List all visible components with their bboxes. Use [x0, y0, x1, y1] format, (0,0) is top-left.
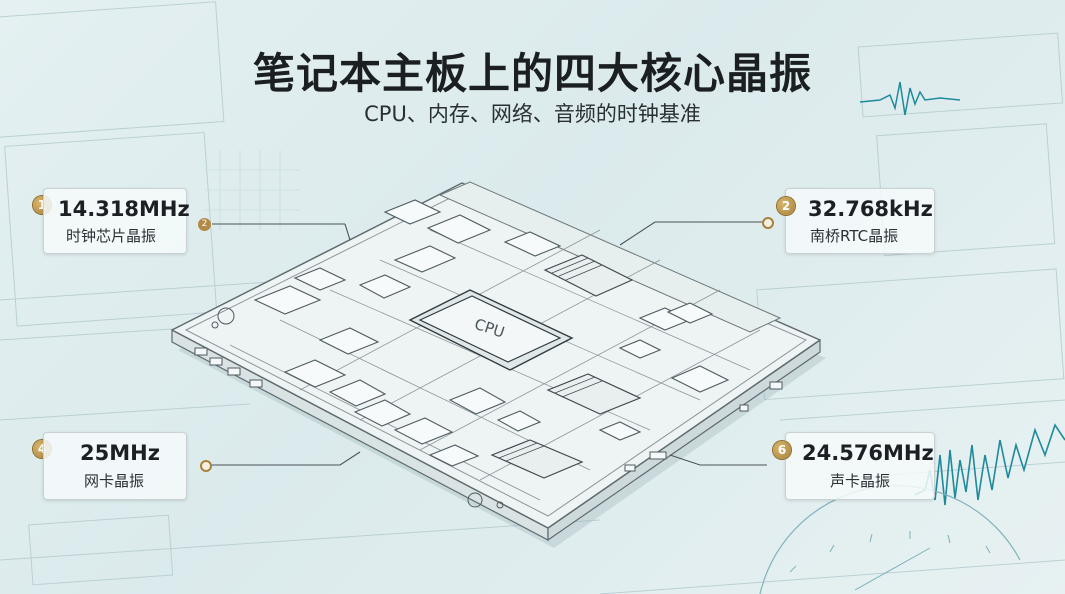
- chip-northeast: [543, 254, 634, 297]
- crystal-2-frequency: 32.768kHz: [808, 197, 933, 221]
- crystal-4-frequency: 25MHz: [80, 441, 160, 465]
- crystal-2-anchor: [762, 217, 774, 229]
- crystal-1-callout-badge: 2: [198, 218, 211, 231]
- crystal-1-name: 时钟芯片晶振: [66, 227, 157, 245]
- chip-southeast: [546, 373, 642, 415]
- chip-south: [490, 439, 584, 479]
- page-title: 笔记本主板上的四大核心晶振: [252, 49, 812, 98]
- waveform-bottom-right: [914, 423, 1065, 506]
- crystal-2-name: 南桥RTC晶振: [810, 227, 899, 245]
- crystal-4-label-box: 25MHz 网卡晶振: [43, 432, 187, 500]
- crystal-4-anchor: [200, 460, 212, 472]
- crystal-6-name: 声卡晶振: [830, 472, 891, 490]
- waveform-top-right: [859, 81, 961, 116]
- crystal-1-label-box: 14.318MHz 时钟芯片晶振: [43, 188, 190, 254]
- crystal-6-number-badge: 6: [773, 441, 791, 459]
- cpu-chip: [418, 295, 562, 363]
- crystal-2-number-badge: 2: [777, 197, 795, 215]
- crystal-4-name: 网卡晶振: [84, 472, 145, 490]
- crystal-2-label-box: 32.768kHz 南桥RTC晶振: [785, 188, 935, 254]
- crystal-1-frequency: 14.318MHz: [58, 197, 190, 221]
- crystal-6-frequency: 24.576MHz: [802, 441, 934, 465]
- crystal-6-label-box: 24.576MHz 声卡晶振: [785, 432, 935, 500]
- page-subtitle: CPU、内存、网络、音频的时钟基准: [364, 102, 701, 126]
